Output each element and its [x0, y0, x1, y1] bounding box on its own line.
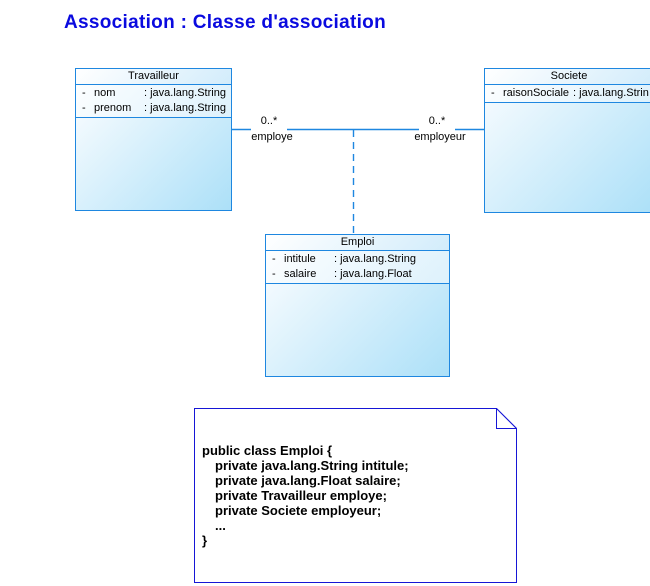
attributes-compartment: - raisonSociale : java.lang.Strin	[485, 85, 650, 103]
attribute-type: : java.lang.String	[144, 102, 226, 114]
note-code-line: public class Emploi {	[202, 443, 333, 458]
class-name-travailleur: Travailleur	[76, 69, 231, 85]
attribute-name: raisonSociale	[503, 87, 570, 99]
note-code-line: private Travailleur employe;	[215, 488, 387, 503]
class-box-societe: Societe - raisonSociale : java.lang.Stri…	[484, 68, 650, 213]
note-outline	[194, 408, 517, 583]
role-label-right: employeur	[414, 131, 466, 143]
note-fold-corner	[496, 408, 517, 429]
attributes-compartment: - intitule : java.lang.String - salaire …	[266, 251, 449, 284]
note-code-line: private java.lang.String intitule;	[215, 458, 409, 473]
note-code-line: }	[202, 533, 208, 548]
class-name-societe: Societe	[485, 69, 650, 85]
role-label-left: employe	[251, 131, 293, 143]
multiplicity-label-left: 0..*	[251, 115, 287, 131]
attribute-name: salaire	[284, 268, 317, 280]
attribute-row: - prenom : java.lang.String	[76, 101, 231, 116]
attribute-row: - nom : java.lang.String	[76, 86, 231, 101]
page-title: Association : Classe d'association	[64, 12, 386, 33]
note-shape	[194, 408, 517, 583]
visibility-marker: -	[82, 102, 86, 114]
attributes-compartment: - nom : java.lang.String - prenom : java…	[76, 85, 231, 118]
note-code-line: private java.lang.Float salaire;	[215, 473, 401, 488]
multiplicity-label-right: 0..*	[419, 115, 455, 131]
class-box-emploi: Emploi - intitule : java.lang.String - s…	[265, 234, 450, 377]
attribute-name: prenom	[94, 102, 132, 114]
note-code-line: ...	[215, 518, 226, 533]
attribute-row: - salaire : java.lang.Float	[266, 267, 449, 282]
operations-compartment	[266, 284, 449, 376]
code-note: public class Emploi { private java.lang.…	[194, 408, 517, 583]
note-code-line: private Societe employeur;	[215, 503, 382, 518]
attribute-type: : java.lang.String	[144, 87, 226, 99]
visibility-marker: -	[82, 87, 86, 99]
attribute-type: : java.lang.Strin	[573, 87, 649, 99]
class-box-travailleur: Travailleur - nom : java.lang.String - p…	[75, 68, 232, 211]
class-name-emploi: Emploi	[266, 235, 449, 251]
attribute-name: intitule	[284, 253, 316, 265]
attribute-type: : java.lang.Float	[334, 268, 412, 280]
operations-compartment	[485, 103, 650, 212]
note-code-block: public class Emploi { private java.lang.…	[202, 443, 409, 548]
attribute-row: - intitule : java.lang.String	[266, 252, 449, 267]
attribute-row: - raisonSociale : java.lang.Strin	[485, 86, 650, 101]
visibility-marker: -	[272, 253, 276, 265]
attribute-name: nom	[94, 87, 116, 99]
visibility-marker: -	[272, 268, 276, 280]
operations-compartment	[76, 118, 231, 210]
visibility-marker: -	[491, 87, 495, 99]
attribute-type: : java.lang.String	[334, 253, 416, 265]
